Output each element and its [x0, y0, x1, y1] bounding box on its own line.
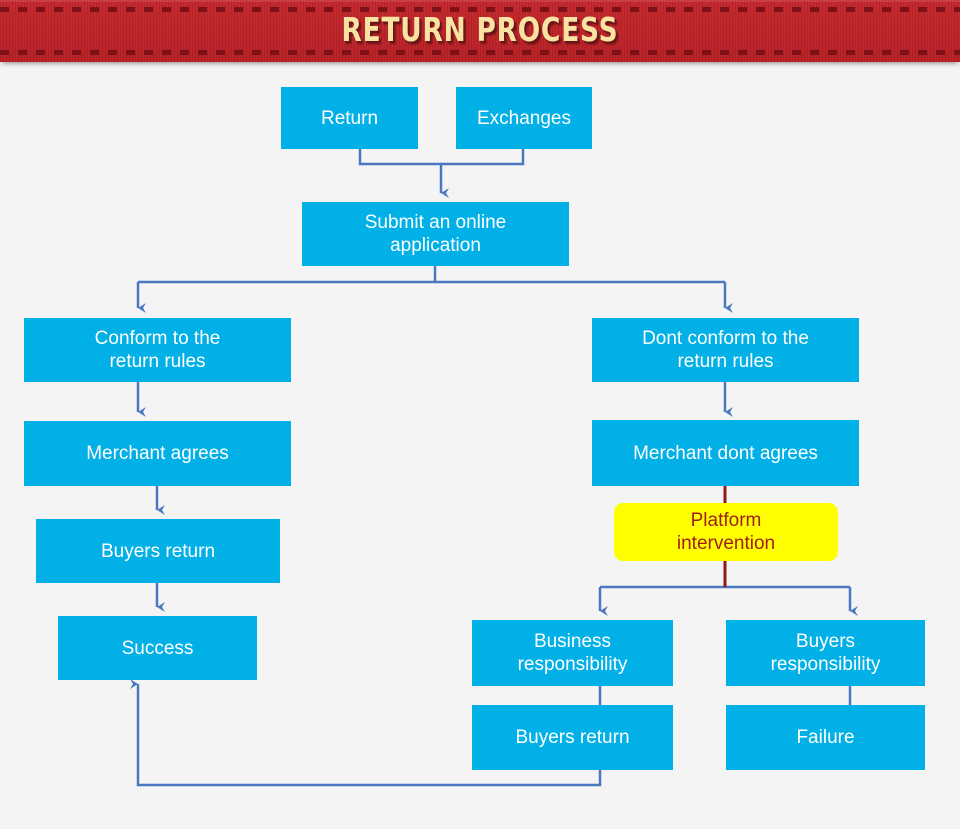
connector-layer	[130, 148, 858, 787]
node-dont-conform-to-return-rules[interactable]: Dont conform to the return rules	[592, 318, 859, 382]
node-merchant-agrees[interactable]: Merchant agrees	[24, 421, 291, 486]
diagram-canvas: Return Exchanges Submit an online applic…	[0, 62, 960, 829]
node-submit-online-application[interactable]: Submit an online application	[302, 202, 569, 266]
header-banner: RETURN PROCESS	[0, 0, 960, 62]
node-merchant-dont-agrees[interactable]: Merchant dont agrees	[592, 420, 859, 486]
node-buyers-responsibility[interactable]: Buyers responsibility	[726, 620, 925, 686]
edge-return-exchanges-join	[358, 148, 525, 166]
node-conform-to-return-rules[interactable]: Conform to the return rules	[24, 318, 291, 382]
node-success[interactable]: Success	[58, 616, 257, 680]
node-buyers-return-right[interactable]: Buyers return	[472, 705, 673, 770]
banner-dash-row-top	[0, 7, 960, 12]
banner-top-edge	[0, 0, 960, 2]
node-buyers-return-left[interactable]: Buyers return	[36, 519, 280, 583]
node-exchanges[interactable]: Exchanges	[456, 87, 592, 149]
edge-buyers-return-feedback-to-success	[130, 679, 602, 787]
node-return[interactable]: Return	[281, 87, 418, 149]
page-title: RETURN PROCESS	[341, 10, 619, 49]
node-platform-intervention[interactable]: Platform intervention	[614, 503, 838, 561]
node-failure[interactable]: Failure	[726, 705, 925, 770]
node-business-responsibility[interactable]: Business responsibility	[472, 620, 673, 686]
banner-dash-row-bottom	[0, 50, 960, 55]
